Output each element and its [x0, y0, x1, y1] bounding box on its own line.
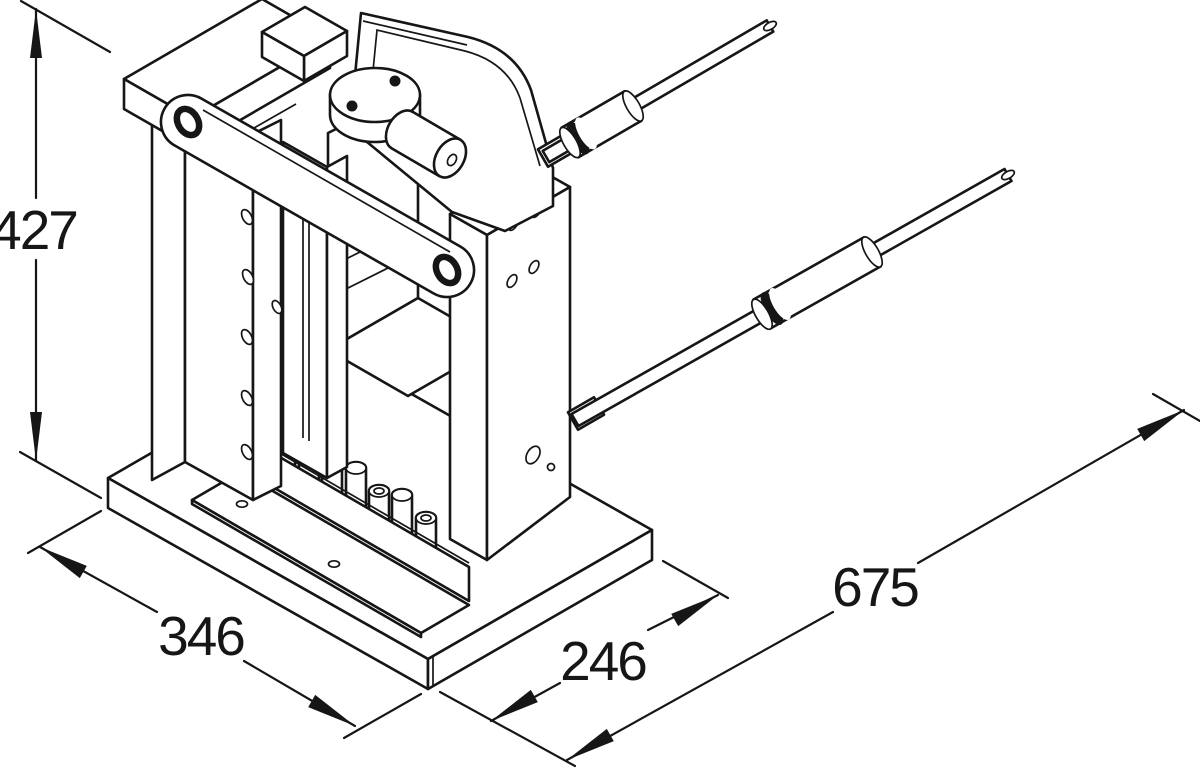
left-column-front-strip: [150, 93, 283, 502]
dimension-handle-length: 675: [565, 392, 1200, 762]
dimension-label-base-width: 246: [560, 630, 646, 692]
roller-cylinder: [384, 109, 468, 179]
head-arch: [348, 11, 555, 233]
pivot-pin-lower: [432, 253, 462, 287]
dimension-base-width: 246: [438, 559, 730, 768]
handle-rod-upper: [536, 19, 778, 168]
lever-arm: [159, 93, 476, 299]
pivot-pin-upper: [173, 105, 203, 139]
die-bracket: [190, 429, 471, 639]
press-machine: [106, 0, 1016, 691]
dimension-label-base-length: 346: [158, 605, 244, 667]
handle-rod-lower: [566, 167, 1016, 432]
dimension-label-height: 427: [0, 199, 77, 261]
dimension-base-length: 346: [26, 509, 423, 740]
dimension-height: 427: [0, 0, 112, 500]
jaw-block: [260, 5, 349, 83]
dimension-label-handle-length: 675: [832, 556, 918, 618]
